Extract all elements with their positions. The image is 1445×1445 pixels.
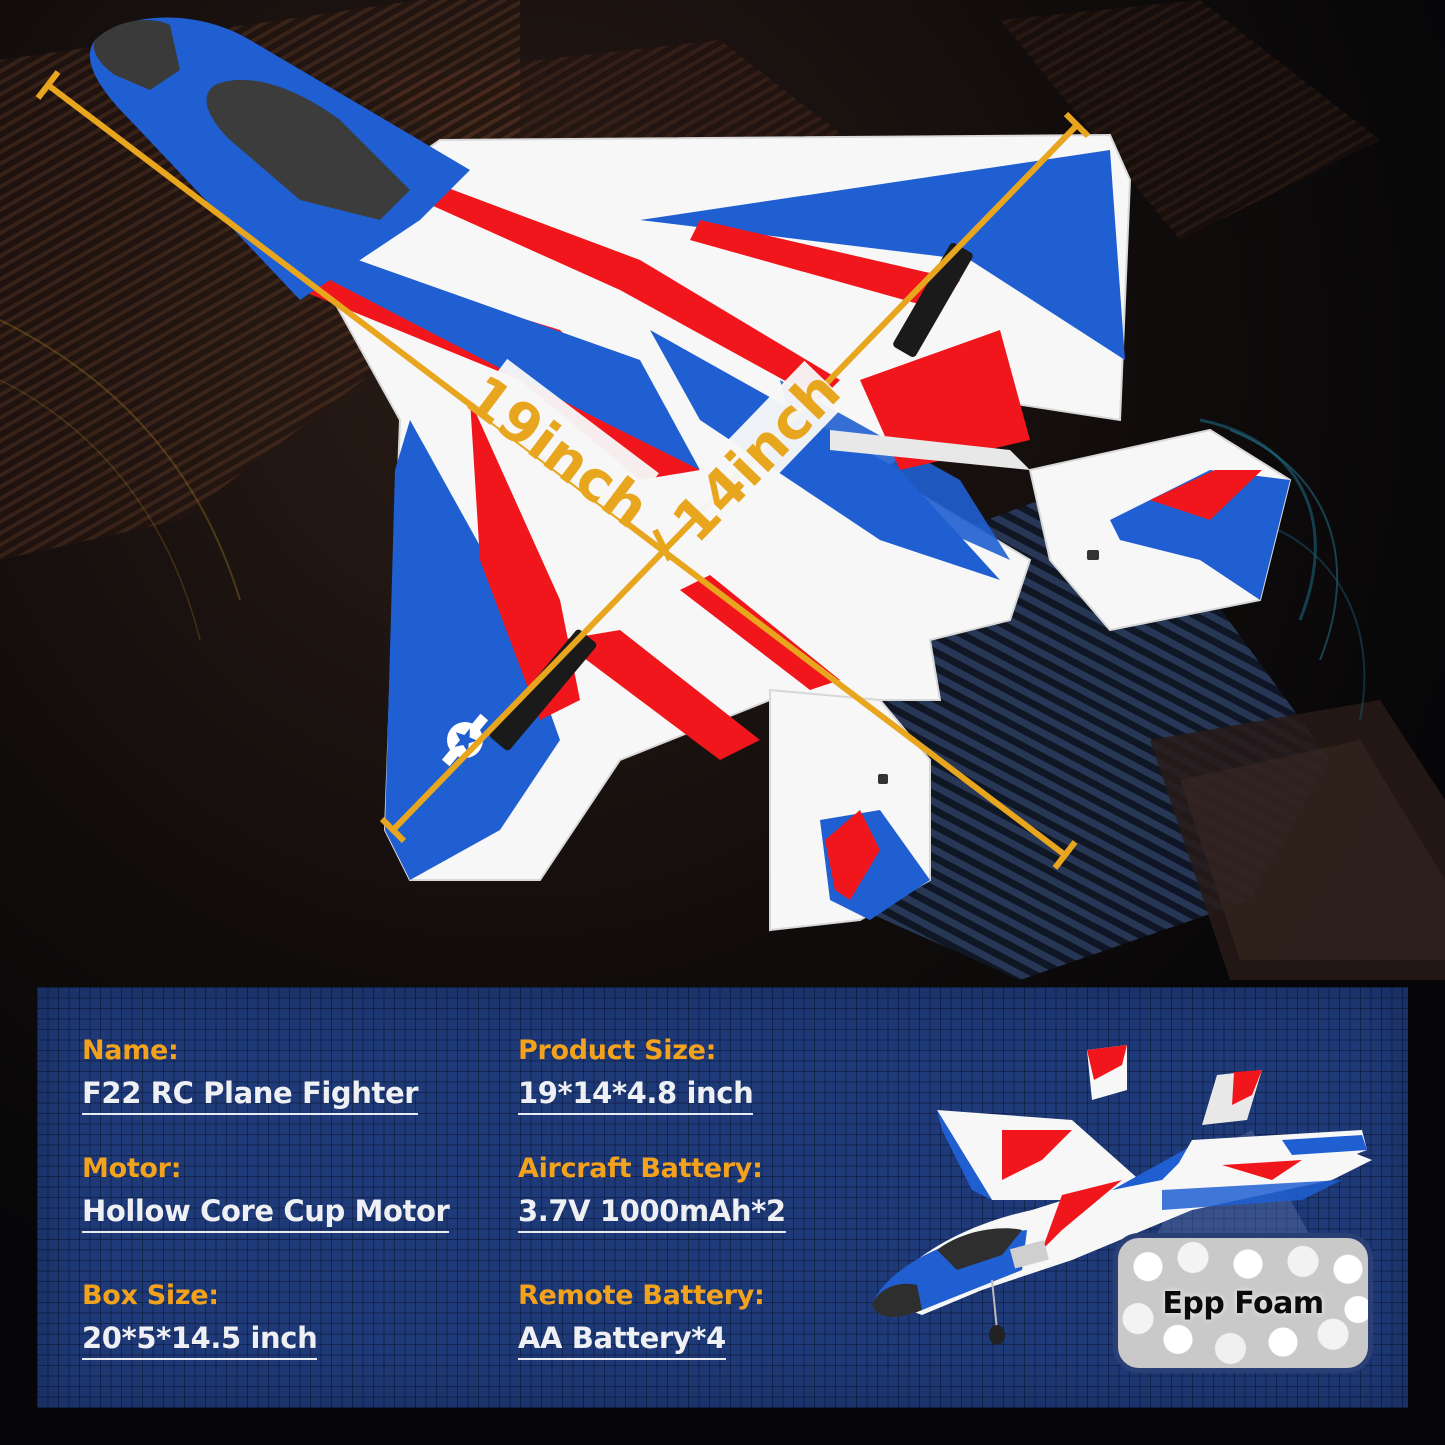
spec-product-size-label: Product Size:	[518, 1035, 717, 1066]
spec-box-size: Box Size: 20*5*14.5 inch	[82, 1280, 318, 1360]
spec-product-size-value: 19*14*4.8 inch	[518, 1075, 754, 1115]
spec-aircraft-battery-label: Aircraft Battery:	[518, 1153, 763, 1184]
epp-foam-material-badge: Epp Foam	[1113, 1233, 1373, 1373]
spec-name: Name: F22 RC Plane Fighter	[82, 1035, 419, 1115]
spec-box-size-label: Box Size:	[82, 1280, 219, 1311]
spec-motor-label: Motor:	[82, 1153, 182, 1184]
plane-nose-cone	[93, 20, 180, 90]
spec-aircraft-battery: Aircraft Battery: 3.7V 1000mAh*2	[518, 1153, 786, 1233]
spec-aircraft-battery-value: 3.7V 1000mAh*2	[518, 1193, 786, 1233]
plane-canopy	[206, 79, 410, 221]
spec-motor-value: Hollow Core Cup Motor	[82, 1193, 450, 1233]
epp-foam-label: Epp Foam	[1162, 1285, 1324, 1321]
plane-left-fin	[680, 575, 840, 690]
spec-box-size-value: 20*5*14.5 inch	[82, 1320, 318, 1360]
spec-remote-battery-label: Remote Battery:	[518, 1280, 765, 1311]
spec-remote-battery: Remote Battery: AA Battery*4	[518, 1280, 765, 1360]
spec-remote-battery-value: AA Battery*4	[518, 1320, 726, 1360]
spec-motor: Motor: Hollow Core Cup Motor	[82, 1153, 450, 1233]
spec-name-value: F22 RC Plane Fighter	[82, 1075, 419, 1115]
plane-right-fin	[860, 330, 1030, 470]
spec-product-size: Product Size: 19*14*4.8 inch	[518, 1035, 754, 1115]
spec-name-label: Name:	[82, 1035, 179, 1066]
plane-left-wing-blue	[385, 420, 560, 880]
